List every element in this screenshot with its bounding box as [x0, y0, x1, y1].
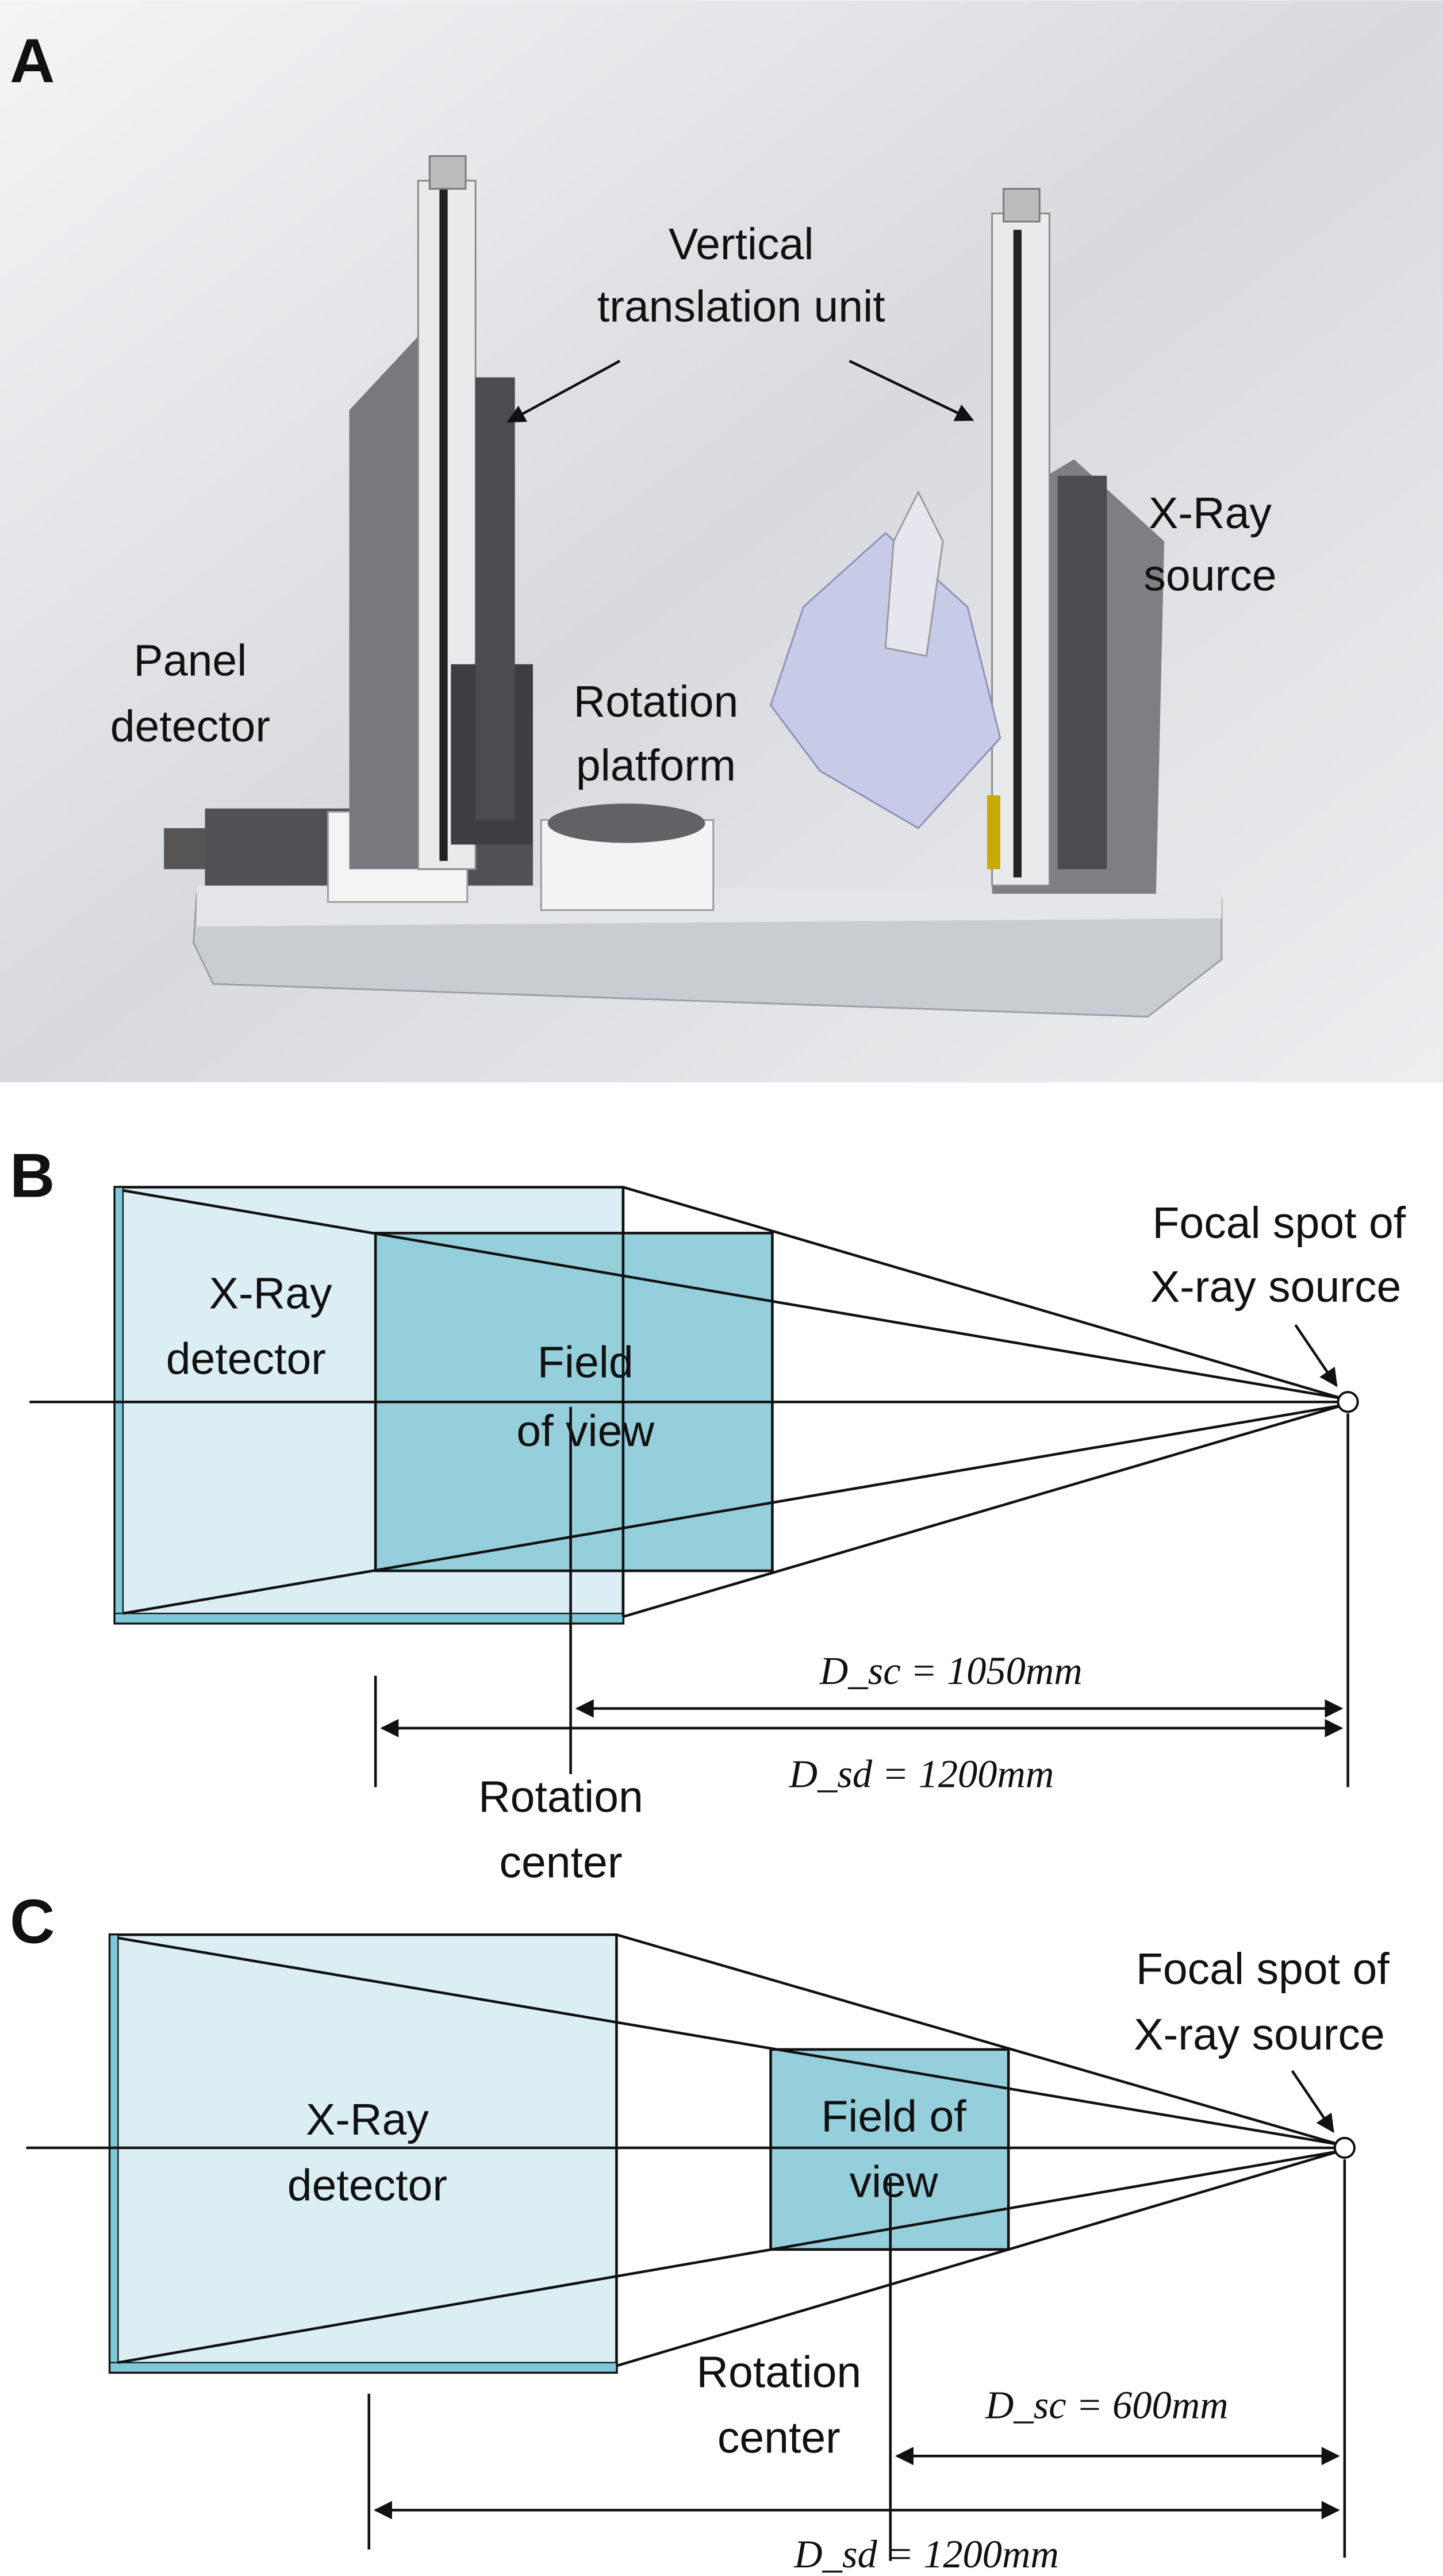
- b-rotation-label-2: center: [499, 1837, 622, 1887]
- b-focal-label-2: X-ray source: [1150, 1262, 1401, 1312]
- b-focal-label-1: Focal spot of: [1152, 1198, 1406, 1248]
- b-detector-label-1: X-Ray: [209, 1269, 332, 1318]
- panel-letter-c: C: [10, 1886, 55, 1956]
- focal-spot-b: [1337, 1391, 1359, 1413]
- panel-letter-a: A: [10, 26, 55, 95]
- xray-detector-box: [108, 1933, 618, 2374]
- c-fov-label-2: view: [849, 2158, 938, 2207]
- c-detector-label-1: X-Ray: [306, 2095, 429, 2144]
- panel-b: B Focal spot of X-ray source X-Ray detec…: [10, 1141, 1406, 1887]
- c-fov-label-1: Field of: [821, 2091, 966, 2141]
- arrow-to-right-column: [849, 359, 974, 421]
- c-rotation-label-2: center: [717, 2413, 841, 2463]
- label-rotation-platform-2: platform: [576, 741, 736, 790]
- c-rotation-label-1: Rotation: [696, 2347, 861, 2397]
- c-dsc-label: D_sc = 600mm: [985, 2383, 1229, 2427]
- b-fov-label-1: Field: [538, 1337, 634, 1387]
- focal-spot-c: [1333, 2136, 1356, 2159]
- b-dsd-label: D_sd = 1200mm: [789, 1752, 1054, 1796]
- panel-c: C Focal spot of X-ray source X-Ray detec…: [10, 1886, 1390, 2576]
- b-dsc-label: D_sc = 1050mm: [819, 1649, 1083, 1693]
- arrow-to-left-column: [506, 360, 621, 423]
- panel-a: A Vertical translation unit X-Ray source…: [0, 0, 1443, 1083]
- label-xray-source-2: source: [1143, 551, 1276, 600]
- c-detector-label-2: detector: [287, 2160, 447, 2210]
- c-focal-label-2: X-ray source: [1134, 2010, 1384, 2059]
- b-detector-label-2: detector: [166, 1335, 326, 1384]
- label-vertical-unit-1: Vertical: [669, 220, 814, 269]
- panel-letter-b: B: [10, 1141, 55, 1210]
- c-focal-label-1: Focal spot of: [1136, 1944, 1390, 1994]
- label-vertical-unit-2: translation unit: [597, 282, 885, 332]
- ct-machine-render: [164, 155, 1223, 1018]
- label-panel-detector-2: detector: [110, 702, 270, 751]
- b-fov-label-2: of view: [516, 1406, 654, 1456]
- b-rotation-label-1: Rotation: [478, 1772, 643, 1821]
- c-dsd-label: D_sd = 1200mm: [793, 2532, 1059, 2576]
- label-xray-source-1: X-Ray: [1149, 489, 1272, 538]
- label-rotation-platform-1: Rotation: [574, 677, 739, 726]
- label-panel-detector-1: Panel: [133, 636, 247, 686]
